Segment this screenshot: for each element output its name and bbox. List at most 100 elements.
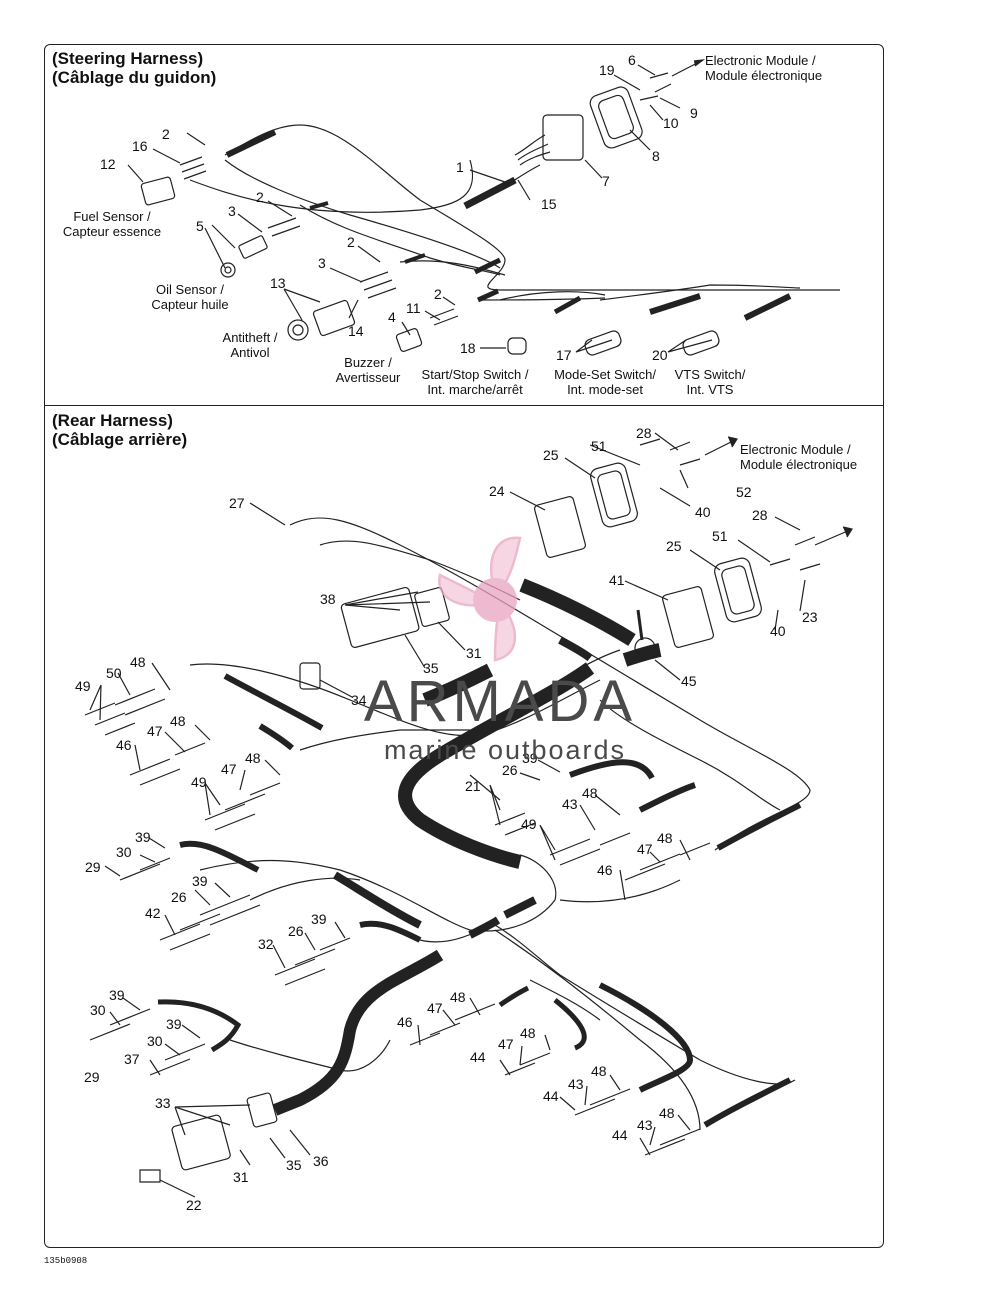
callout-number: 33 [155, 1095, 171, 1111]
callout-number: 47 [498, 1036, 514, 1052]
callout-number: 13 [270, 275, 286, 291]
callout-number: 48 [245, 750, 261, 766]
label-line-1: Buzzer / [344, 355, 392, 370]
label-line-2: Int. mode-set [567, 382, 643, 397]
callout-number: 30 [116, 844, 132, 860]
watermark-tagline: marine outboards [383, 735, 627, 765]
callout-number: 17 [556, 347, 572, 363]
callout-number: 48 [170, 713, 186, 729]
mode-set-switch-label: Mode-Set Switch/ Int. mode-set [540, 367, 670, 397]
callout-number: 2 [162, 126, 170, 142]
callout-number: 26 [288, 923, 304, 939]
watermark-brand: ARMADA [363, 669, 637, 734]
callout-number: 43 [637, 1117, 653, 1133]
callout-number: 39 [522, 750, 538, 766]
callout-number: 16 [132, 138, 148, 154]
callout-number: 31 [466, 645, 482, 661]
callout-number: 7 [602, 173, 610, 189]
callout-number: 48 [520, 1025, 536, 1041]
callout-number: 5 [196, 218, 204, 234]
callout-number: 3 [318, 255, 326, 271]
label-line-2: Capteur huile [151, 297, 229, 312]
label-line-1: Antitheft / [222, 330, 278, 345]
callout-number: 39 [166, 1016, 182, 1032]
callout-number: 46 [397, 1014, 413, 1030]
callout-number: 2 [347, 234, 355, 250]
label-line-1: Mode-Set Switch/ [554, 367, 656, 382]
rear-electronic-module-label: Electronic Module / Module électronique [740, 442, 857, 472]
callout-number: 2 [256, 189, 264, 205]
callout-number: 28 [752, 507, 768, 523]
callout-number: 15 [541, 196, 557, 212]
callout-number: 19 [599, 62, 615, 78]
callout-number: 29 [85, 859, 101, 875]
callout-number: 49 [75, 678, 91, 694]
callout-number: 30 [90, 1002, 106, 1018]
callout-number: 23 [802, 609, 818, 625]
callout-number: 47 [427, 1000, 443, 1016]
callout-number: 49 [521, 816, 537, 832]
callout-number: 44 [612, 1127, 628, 1143]
label-line-1: Oil Sensor / [156, 282, 224, 297]
callout-number: 43 [562, 796, 578, 812]
steering-title-fr: (Câblage du guidon) [52, 68, 217, 87]
label-line-2: Int. VTS [686, 382, 734, 397]
callout-number: 42 [145, 905, 161, 921]
steering-electronic-module-label: Electronic Module / Module électronique [705, 53, 822, 83]
label-line-1: VTS Switch/ [674, 367, 746, 382]
callout-number: 48 [582, 785, 598, 801]
callout-number: 29 [84, 1069, 100, 1085]
callout-number: 25 [666, 538, 682, 554]
oil-sensor-label: Oil Sensor / Capteur huile [130, 282, 250, 312]
callout-number: 12 [100, 156, 116, 172]
rear-title-fr: (Câblage arrière) [52, 430, 188, 449]
callout-number: 47 [147, 723, 163, 739]
callout-number: 6 [628, 52, 636, 68]
callout-number: 14 [348, 323, 364, 339]
vts-switch-label: VTS Switch/ Int. VTS [665, 367, 755, 397]
callout-number: 39 [311, 911, 327, 927]
callout-number: 11 [406, 300, 421, 316]
callout-number: 41 [609, 572, 625, 588]
callout-number: 39 [192, 873, 208, 889]
callout-number: 44 [470, 1049, 486, 1065]
label-line-1: Fuel Sensor / [73, 209, 151, 224]
callout-number: 48 [659, 1105, 675, 1121]
callout-number: 43 [568, 1076, 584, 1092]
buzzer-label: Buzzer / Avertisseur [318, 355, 418, 385]
callout-number: 48 [450, 989, 466, 1005]
callout-number: 8 [652, 148, 660, 164]
label-line-2: Avertisseur [335, 370, 401, 385]
callout-number: 32 [258, 936, 274, 952]
callout-number: 51 [591, 438, 607, 454]
label-line-1: Electronic Module / [705, 53, 816, 68]
callout-number: 37 [124, 1051, 140, 1067]
callout-number: 49 [191, 774, 207, 790]
callout-number: 45 [681, 673, 697, 689]
callout-number: 24 [489, 483, 505, 499]
callout-number: 25 [543, 447, 559, 463]
callout-number: 9 [690, 105, 698, 121]
label-line-2: Module électronique [740, 457, 858, 472]
callout-number: 47 [221, 761, 237, 777]
fuel-sensor-label: Fuel Sensor / Capteur essence [52, 209, 172, 239]
callout-number: 48 [657, 830, 673, 846]
steering-title-en: (Steering Harness) [52, 49, 204, 68]
callout-number: 35 [286, 1157, 302, 1173]
callout-number: 1 [456, 159, 464, 175]
callout-number: 46 [597, 862, 613, 878]
callout-number: 50 [106, 665, 122, 681]
drawing-code: 135b0908 [44, 1256, 88, 1266]
label-line-1: Electronic Module / [740, 442, 851, 457]
label-line-2: Module électronique [705, 68, 823, 83]
callout-number: 30 [147, 1033, 163, 1049]
callout-number: 44 [543, 1088, 559, 1104]
callout-number: 22 [186, 1197, 202, 1213]
callout-number: 46 [116, 737, 132, 753]
callout-number: 40 [770, 623, 786, 639]
start-stop-switch-label: Start/Stop Switch / Int. marche/arrêt [410, 367, 540, 397]
callout-number: 26 [502, 762, 518, 778]
callout-number: 51 [712, 528, 728, 544]
